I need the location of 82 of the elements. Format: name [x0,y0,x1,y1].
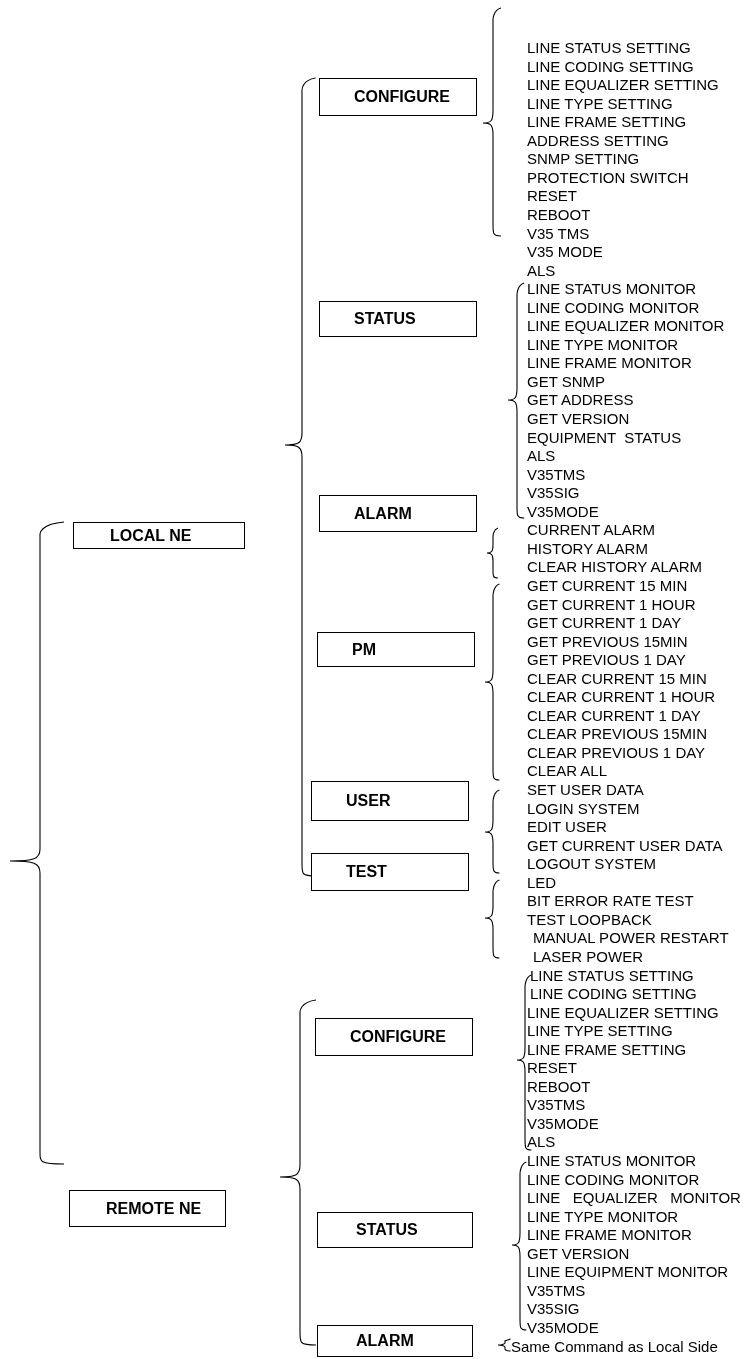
command-item: SNMP SETTING [527,150,640,169]
command-item: V35MODE [527,1114,599,1133]
command-item: ALS [527,1133,556,1152]
command-item: REBOOT [527,1077,591,1096]
command-item: LINE FRAME MONITOR [527,354,692,373]
command-item: LINE FRAME SETTING [527,113,687,132]
command-item: V35SIG [527,1300,580,1319]
command-item: V35MODE [527,502,599,521]
command-item: LED [527,873,557,892]
menu-box: ALARM [319,495,477,532]
command-item: EQUIPMENT STATUS [527,428,682,447]
command-item: LINE STATUS SETTING [527,39,691,57]
command-item: GET VERSION [527,410,630,428]
command-item: LINE EQUALIZER SETTING [527,1003,719,1022]
command-item: V35TMS [527,1096,586,1115]
command-item: ALS [527,447,556,466]
command-item: LOGOUT SYSTEM [527,855,656,874]
command-item: Same Command as Local Side [511,1337,718,1356]
command-item: LINE CODING MONITOR [527,1170,700,1189]
command-item: CLEAR PREVIOUS 1 DAY [527,743,706,762]
command-item: PROTECTION SWITCH [527,168,689,187]
command-item: LINE TYPE MONITOR [527,1207,679,1226]
command-item: GET CURRENT 1 HOUR [527,595,696,614]
command-item: LINE STATUS SETTING [530,966,694,985]
command-item: CLEAR PREVIOUS 15MIN [527,725,708,744]
command-item: LASER POWER [533,947,644,966]
command-item: V35SIG [527,484,580,503]
command-item: GET VERSION [527,1244,630,1263]
command-item: V35TMS [527,465,586,484]
command-item: GET CURRENT 1 DAY [527,614,682,633]
command-item: LINE TYPE SETTING [527,94,673,113]
command-item: GET CURRENT USER DATA [527,836,723,855]
menu-box: PM [317,632,475,667]
command-item: GET PREVIOUS 1 DAY [527,651,686,670]
command-item: V35 TMS [527,224,590,243]
command-item: LINE TYPE SETTING [527,1022,673,1041]
menu-box: STATUS [317,1212,473,1248]
menu-box: CONFIGURE [319,78,477,116]
command-item: V35TMS [527,1281,586,1300]
command-item: CLEAR CURRENT 1 DAY [527,706,701,725]
command-item: RESET [527,1059,577,1078]
command-item: LINE CODING SETTING [527,57,694,76]
menu-box: USER [311,781,469,821]
command-item: LINE TYPE MONITOR [527,335,679,354]
command-item: GET ADDRESS [527,391,634,410]
command-item: SET USER DATA [527,781,644,799]
menu-box: REMOTE NE [69,1190,226,1227]
command-item: CURRENT ALARM [527,521,656,540]
command-item: LINE STATUS MONITOR [527,1152,697,1170]
command-item: LOGIN SYSTEM [527,799,640,818]
command-item: LINE FRAME MONITOR [527,1226,692,1245]
menu-box: LOCAL NE [73,522,245,549]
command-item: LINE FRAME SETTING [527,1040,687,1059]
command-item: LINE EQUALIZER MONITOR [527,317,725,336]
command-item: ALS [527,261,556,280]
command-item: V35 MODE [527,243,603,262]
command-item: LINE CODING MONITOR [527,298,700,317]
command-item: ADDRESS SETTING [527,131,669,150]
command-item: MANUAL POWER RESTART [533,929,729,948]
command-item: V35MODE [527,1318,599,1337]
command-item: BIT ERROR RATE TEST [527,892,694,911]
command-item: LINE CODING SETTING [530,985,697,1004]
menu-box: TEST [311,853,469,891]
command-item: LINE EQUIPMENT MONITOR [527,1263,729,1282]
command-item: LINE EQUALIZER MONITOR [527,1189,741,1208]
command-item: CLEAR CURRENT 1 HOUR [527,688,716,707]
command-item: TEST LOOPBACK [527,910,652,929]
command-item: LINE STATUS MONITOR [527,280,697,299]
command-item: CLEAR ALL [527,762,608,781]
command-item: LINE EQUALIZER SETTING [527,76,719,95]
command-item: CLEAR CURRENT 15 MIN [527,669,707,688]
command-item: GET CURRENT 15 MIN [527,576,688,595]
command-item: GET SNMP [527,372,606,391]
command-item: EDIT USER [527,818,607,837]
menu-box: STATUS [319,301,477,337]
menu-box: CONFIGURE [315,1018,473,1056]
command-item: RESET [527,187,577,206]
command-item: HISTORY ALARM [527,539,648,558]
command-item: GET PREVIOUS 15MIN [527,632,688,651]
menu-box: ALARM [317,1325,473,1357]
command-item: REBOOT [527,205,591,224]
command-item: CLEAR HISTORY ALARM [527,558,703,577]
